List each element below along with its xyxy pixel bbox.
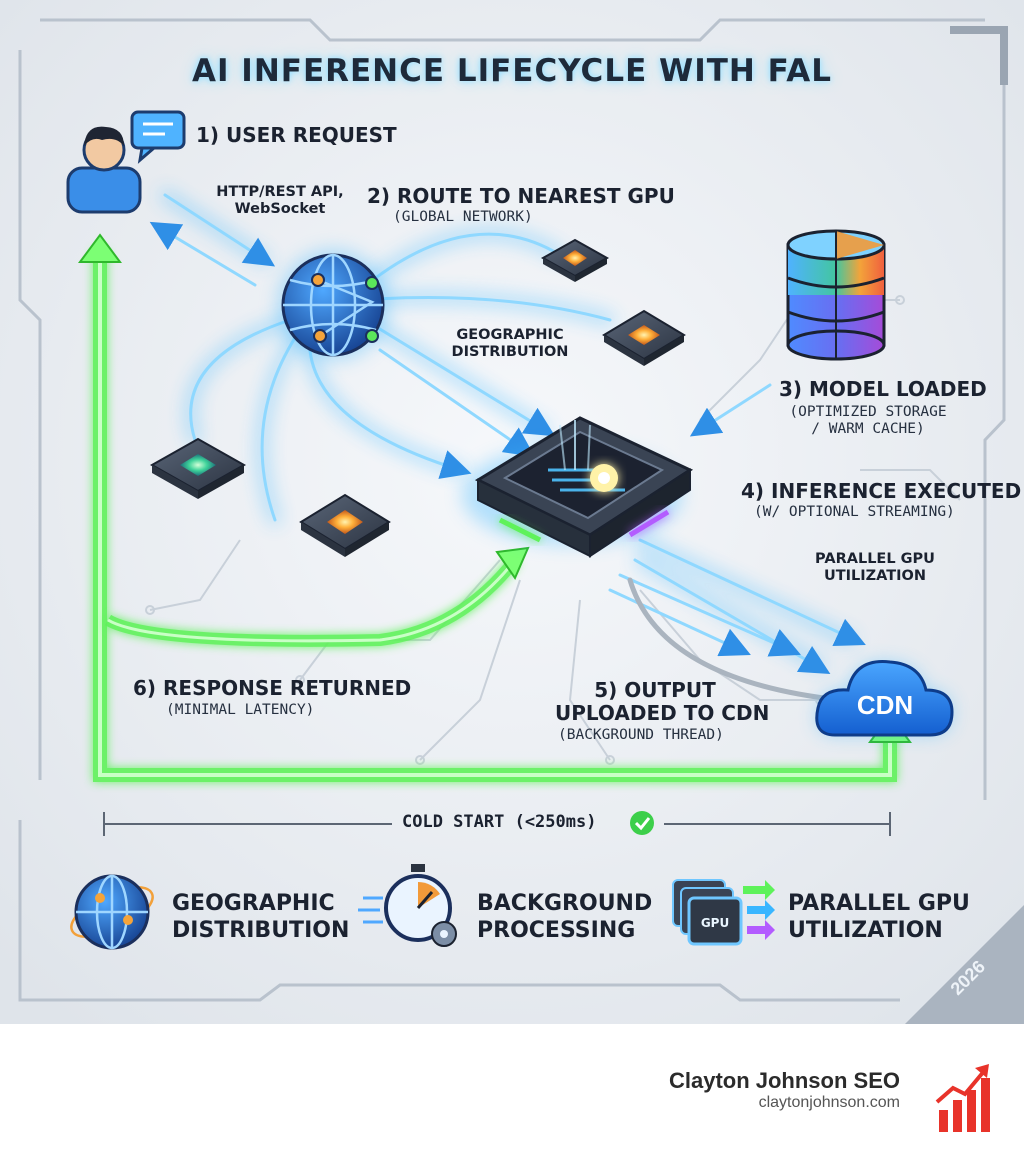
step-2-subtitle: (GLOBAL NETWORK) — [393, 209, 533, 225]
model-storage-database-icon — [786, 229, 886, 361]
protocol-label: HTTP/REST API, WebSocket — [200, 184, 360, 217]
page-title: AI INFERENCE LIFECYCLE WITH FAL — [191, 53, 833, 89]
lifecycle-diagram: CDN — [0, 0, 1024, 1024]
gpu-chip-icon — [540, 238, 610, 282]
response-return-path — [78, 233, 912, 782]
network-globe-icon — [277, 249, 389, 361]
cdn-cloud-icon: CDN — [815, 660, 954, 737]
chat-bubble-icon — [130, 110, 186, 164]
check-circle-icon — [630, 811, 654, 835]
feature-geographic-distribution: GEOGRAPHIC DISTRIBUTION — [172, 891, 349, 945]
feature-3-line-1: PARALLEL GPU — [788, 891, 970, 916]
step-4-label: 4) INFERENCE EXECUTED — [741, 479, 1022, 503]
parallel-line-2: UTILIZATION — [823, 567, 927, 584]
step-3-subtitle: (OPTIMIZED STORAGE / WARM CACHE) — [768, 404, 968, 437]
step-5-subtitle: (BACKGROUND THREAD) — [558, 727, 724, 743]
gpu-chip-icon — [299, 493, 391, 557]
geo-distribution-label: GEOGRAPHIC DISTRIBUTION — [440, 327, 580, 360]
request-flows — [149, 190, 866, 703]
gpu-chip-icon — [149, 437, 247, 499]
parallel-gpu-label: PARALLEL GPU UTILIZATION — [805, 551, 945, 584]
step-3-subtitle-line-1: (OPTIMIZED STORAGE — [789, 404, 947, 420]
geo-line-1: GEOGRAPHIC — [456, 327, 564, 343]
feature-3-line-2: UTILIZATION — [788, 917, 943, 943]
step-1-label: 1) USER REQUEST — [196, 123, 397, 147]
step-4-subtitle: (W/ OPTIONAL STREAMING) — [754, 504, 955, 520]
protocol-line-1: HTTP/REST API, — [216, 184, 344, 200]
return-arrow-up-icon — [78, 233, 122, 263]
cold-start-timeline — [103, 812, 891, 836]
gpu-arrow-icon — [495, 546, 530, 581]
feature-1-line-2: DISTRIBUTION — [172, 917, 350, 943]
main-gpu-processor-icon — [462, 416, 694, 558]
user-avatar-icon — [66, 126, 142, 214]
branding-footer: Clayton Johnson SEO claytonjohnson.com — [0, 1024, 1024, 1154]
cold-start-label: COLD START (<250ms) — [402, 812, 597, 832]
brand-url: claytonjohnson.com — [758, 1094, 900, 1111]
feature-parallel-gpu-utilization: PARALLEL GPU UTILIZATION — [788, 891, 970, 945]
step-3-subtitle-line-2: / WARM CACHE) — [811, 420, 925, 437]
gpu-chip-icon — [602, 309, 686, 366]
parallel-line-1: PARALLEL GPU — [815, 551, 935, 567]
protocol-line-2: WebSocket — [234, 200, 326, 217]
brand-name: Clayton Johnson SEO — [668, 1068, 900, 1093]
feature-2-line-1: BACKGROUND — [477, 891, 653, 916]
feature-1-line-1: GEOGRAPHIC — [172, 891, 335, 916]
feature-2-line-2: PROCESSING — [477, 917, 636, 943]
step-3-label: 3) MODEL LOADED — [779, 377, 987, 401]
step-6-label: 6) RESPONSE RETURNED — [133, 676, 412, 700]
cdn-label: CDN — [857, 690, 913, 720]
step-5-label: 5) OUTPUT UPLOADED TO CDN — [555, 678, 770, 725]
bar-chart-logo-icon — [935, 1064, 990, 1132]
step-5-line-2: UPLOADED TO CDN — [555, 701, 770, 725]
feature-background-processing: BACKGROUND PROCESSING — [477, 891, 652, 945]
geo-line-2: DISTRIBUTION — [451, 343, 569, 360]
frame-decoration — [18, 18, 1008, 1002]
stopwatch-gear-icon — [358, 864, 457, 947]
step-5-line-1: 5) OUTPUT — [594, 678, 716, 702]
gpu-chip-label: GPU — [701, 916, 729, 930]
step-2-label: 2) ROUTE TO NEAREST GPU — [367, 184, 675, 208]
gpu-stack-icon: GPU — [672, 879, 775, 946]
year-badge: 2026 — [905, 905, 1024, 1024]
globe-icon — [70, 874, 154, 950]
step-6-subtitle: (MINIMAL LATENCY) — [166, 702, 315, 718]
